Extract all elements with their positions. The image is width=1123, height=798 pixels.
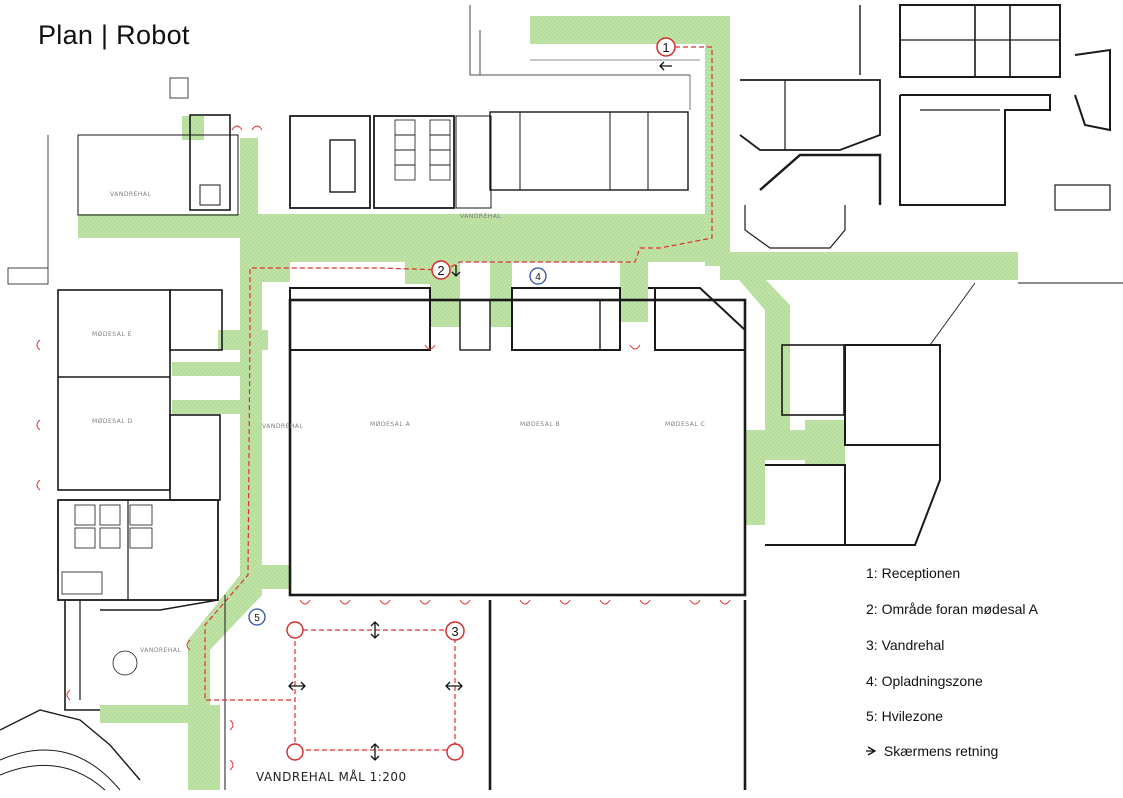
robot-route	[204, 46, 713, 751]
legend-key: 4:	[866, 673, 878, 689]
svg-text:3: 3	[451, 624, 458, 639]
legend-label: Opladningszone	[881, 673, 983, 689]
waypoint-3: 3	[445, 621, 465, 641]
waypoint-5: 5	[248, 608, 266, 626]
legend-label: Område foran mødesal A	[881, 601, 1038, 617]
legend-label: Skærmens retning	[883, 743, 999, 759]
room-label-vandrehal-top: VANDREHAL	[460, 213, 502, 220]
legend-key: 5:	[866, 708, 878, 724]
legend-key: 3:	[866, 637, 878, 653]
room-label-modesal-c: MØDESAL C	[665, 421, 705, 428]
page-title: Plan | Robot	[38, 20, 190, 50]
legend-key: 1:	[866, 565, 878, 581]
legend-item-2: 2: Område foran mødesal A	[866, 601, 1038, 617]
legend-item-3: 3: Vandrehal	[866, 637, 944, 653]
room-label-vandrehal-mid: VANDREHAL	[262, 423, 304, 430]
legend-item-5: 5: Hvilezone	[866, 708, 943, 724]
building-walls	[0, 4, 1123, 791]
waypoint-2: 2	[431, 260, 451, 280]
svg-text:1: 1	[662, 40, 669, 55]
svg-text:2: 2	[437, 263, 444, 278]
room-label-modesal-d: MØDESAL D	[92, 418, 133, 425]
screen-direction-arrow-icon	[866, 746, 877, 756]
svg-text:4: 4	[535, 272, 541, 283]
legend-item-1: 1: Receptionen	[866, 565, 960, 581]
door-markers	[36, 125, 731, 771]
room-label-modesal-b: MØDESAL B	[520, 421, 560, 428]
screen-direction-arrows	[288, 61, 672, 761]
room-label-vandrehal-bottom: VANDREHAL	[140, 647, 182, 654]
legend-label: Vandrehal	[881, 637, 945, 653]
legend-item-6: Skærmens retning	[866, 743, 998, 759]
legend-key: 2:	[866, 601, 878, 617]
legend-item-4: 4: Opladningszone	[866, 673, 983, 689]
room-labels: VANDREHAL VANDREHAL MØDESAL A MØDESAL B …	[92, 191, 705, 654]
legend-label: Hvilezone	[881, 708, 944, 724]
corridor-zones	[78, 16, 1018, 790]
scale-label: VANDREHAL MÅL 1:200	[256, 770, 407, 784]
svg-text:5: 5	[254, 613, 260, 624]
waypoint-1: 1	[656, 37, 676, 57]
waypoint-4: 4	[529, 267, 547, 285]
target-circles	[286, 621, 464, 761]
room-label-modesal-e: MØDESAL E	[92, 331, 132, 338]
room-label-modesal-a: MØDESAL A	[370, 421, 411, 428]
legend-label: Receptionen	[881, 565, 961, 581]
room-label-vandrehal-left: VANDREHAL	[110, 191, 152, 198]
